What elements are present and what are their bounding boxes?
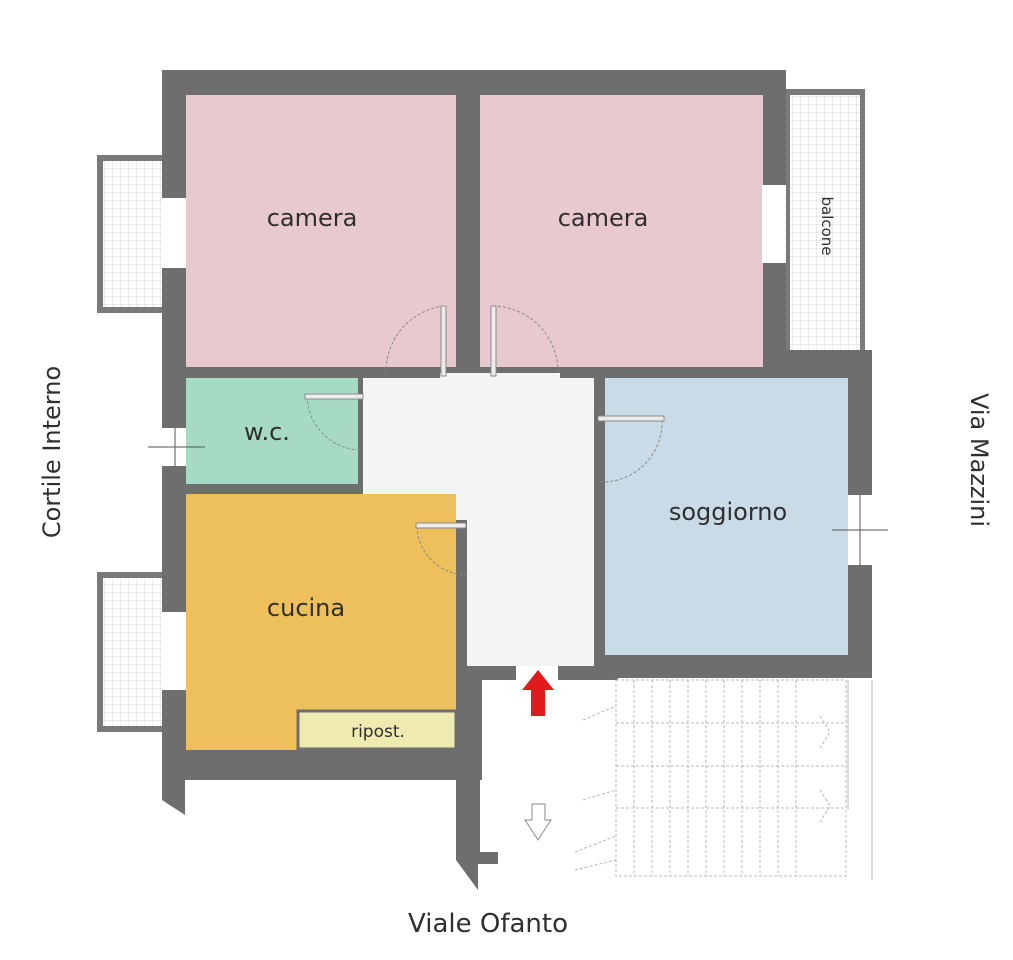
doors [306, 305, 663, 576]
room-ripostiglio [296, 709, 458, 751]
room-camera-right [480, 95, 763, 367]
up-arrow-icon [522, 670, 554, 716]
room-soggiorno [605, 378, 848, 655]
staircase [574, 679, 873, 880]
room-cucina [186, 494, 456, 750]
balcony-left-bottom [97, 572, 163, 732]
camera-left-label: camera [267, 204, 358, 232]
wc-label: w.c. [244, 418, 290, 446]
window-lines [148, 428, 888, 565]
door-leaves [304, 305, 665, 529]
cucina-label: cucina [267, 594, 345, 622]
street-bottom-label: Viale Ofanto [408, 909, 568, 939]
entrance-gap [482, 680, 558, 688]
street-left-label: Cortile Interno [38, 366, 66, 538]
street-right-label: Via Mazzini [965, 393, 993, 527]
soggiorno-label: soggiorno [669, 498, 787, 526]
balcony-left-top [97, 155, 163, 313]
balcone-label: balcone [818, 196, 836, 255]
room-camera-left [186, 95, 456, 367]
windows [162, 185, 872, 690]
down-arrow-icon [524, 803, 552, 841]
corridor-top [440, 373, 560, 383]
balcony-right: balcone [785, 89, 865, 351]
ripostiglio-label: ripost. [351, 722, 405, 742]
corridor [363, 378, 594, 666]
camera-right-label: camera [558, 204, 649, 232]
